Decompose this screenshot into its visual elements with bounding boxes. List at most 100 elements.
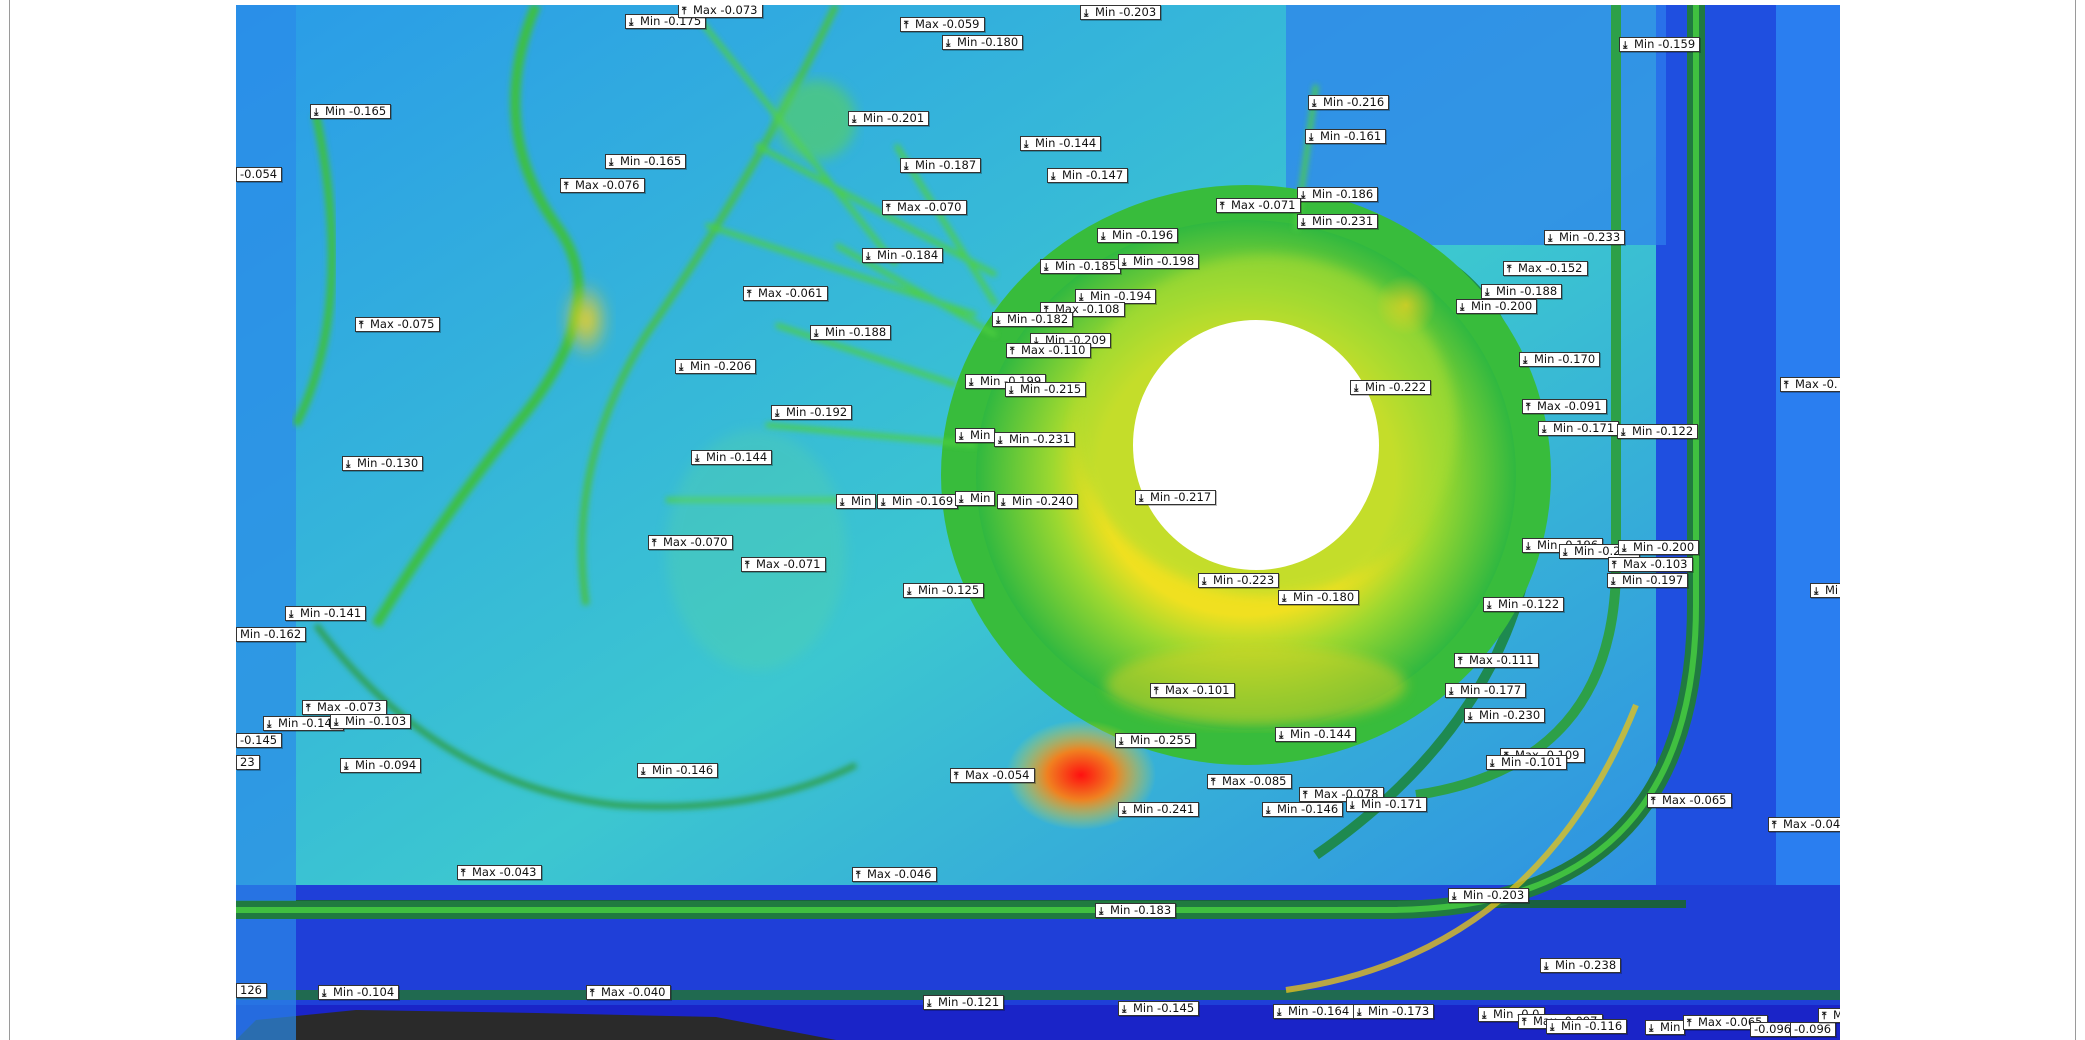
min-deviation-label[interactable]: ⤓Min -0.216 bbox=[1308, 95, 1390, 110]
min-deviation-label[interactable]: ⤓Min -0.130 bbox=[342, 456, 424, 471]
max-deviation-label[interactable]: ⤒Max -0.111 bbox=[1454, 653, 1539, 668]
min-deviation-label[interactable]: ⤓Min -0.231 bbox=[994, 432, 1076, 447]
min-deviation-label[interactable]: ⤓Min -0.233 bbox=[1544, 230, 1626, 245]
max-deviation-label[interactable]: ⤒Max -0.046 bbox=[852, 867, 937, 882]
min-deviation-label[interactable]: ⤓Min -0.146 bbox=[637, 763, 719, 778]
min-deviation-label[interactable]: ⤓Min -0.206 bbox=[675, 359, 757, 374]
3d-deviation-viewport[interactable]: ⤓Min -0.175⤒Max -0.073⤒Max -0.059⤓Min -0… bbox=[236, 5, 1840, 1040]
max-deviation-label[interactable]: ⤒Max -0.040 bbox=[586, 985, 671, 1000]
max-deviation-label[interactable]: ⤒Max -0.103 bbox=[1608, 557, 1693, 572]
min-deviation-label[interactable]: -0.145 bbox=[236, 733, 283, 748]
min-deviation-label[interactable]: ⤓Min -0.183 bbox=[1095, 903, 1177, 918]
min-deviation-label[interactable]: ⤓Min -0.159 bbox=[1619, 37, 1701, 52]
max-deviation-label[interactable]: ⤒Max -0.071 bbox=[1216, 198, 1301, 213]
max-deviation-label[interactable]: ⤒Max -0.061 bbox=[743, 286, 828, 301]
max-deviation-label[interactable]: ⤒Max -0.073 bbox=[302, 700, 387, 715]
min-deviation-label[interactable]: ⤓Min -0.125 bbox=[903, 583, 985, 598]
min-deviation-label[interactable]: ⤓Min -0.180 bbox=[1278, 590, 1360, 605]
min-deviation-label[interactable]: ⤓Min -0.188 bbox=[810, 325, 892, 340]
min-deviation-label[interactable]: ⤓Min -0.177 bbox=[1445, 683, 1527, 698]
max-deviation-label[interactable]: ⤒Max -0. bbox=[1780, 377, 1840, 392]
max-deviation-label[interactable]: ⤒Max -0.152 bbox=[1503, 261, 1588, 276]
min-deviation-label[interactable]: ⤓Min -0.122 bbox=[1483, 597, 1565, 612]
min-deviation-label[interactable]: ⤓Min -0.101 bbox=[1486, 755, 1568, 770]
max-deviation-label[interactable]: ⤒Max -0.043 bbox=[457, 865, 542, 880]
min-deviation-label[interactable]: ⤓Min -0.165 bbox=[310, 104, 392, 119]
min-deviation-label[interactable]: ⤓Min -0.164 bbox=[1273, 1004, 1355, 1019]
min-deviation-label[interactable]: ⤓Min -0.217 bbox=[1135, 490, 1217, 505]
min-deviation-label[interactable]: ⤓Min -0.094 bbox=[340, 758, 422, 773]
max-deviation-label[interactable]: ⤒Max -0.059 bbox=[900, 17, 985, 32]
min-deviation-label[interactable]: ⤓Min -0.222 bbox=[1350, 380, 1432, 395]
min-deviation-label[interactable]: 23 bbox=[236, 755, 260, 770]
max-deviation-label[interactable]: ⤒Max -0.085 bbox=[1207, 774, 1292, 789]
min-deviation-label[interactable]: ⤓Min -0.170 bbox=[1519, 352, 1601, 367]
min-deviation-label[interactable]: ⤓Min -0.215 bbox=[1005, 382, 1087, 397]
min-deviation-label[interactable]: ⤓Min -0.165 bbox=[605, 154, 687, 169]
min-deviation-label[interactable]: ⤓Min -0.144 bbox=[691, 450, 773, 465]
max-deviation-label[interactable]: ⤒Max -0.076 bbox=[560, 178, 645, 193]
max-deviation-label[interactable]: ⤒Max -0.071 bbox=[741, 557, 826, 572]
min-deviation-label[interactable]: ⤓Min -0.192 bbox=[771, 405, 853, 420]
min-deviation-label[interactable]: ⤓Min -0.122 bbox=[1617, 424, 1699, 439]
min-deviation-label[interactable]: ⤓Min bbox=[955, 491, 996, 506]
min-deviation-label[interactable]: ⤓Min -0.182 bbox=[992, 312, 1074, 327]
min-deviation-label[interactable]: ⤓Min -0.188 bbox=[1481, 284, 1563, 299]
max-deviation-label[interactable]: ⤒Max -0.073 bbox=[678, 5, 763, 18]
min-deviation-label[interactable]: ⤓Min -0.171 bbox=[1538, 421, 1620, 436]
min-deviation-label[interactable]: ⤓Min -0.231 bbox=[1297, 214, 1379, 229]
max-deviation-label[interactable]: ⤒Max -0.091 bbox=[1522, 399, 1607, 414]
max-deviation-label[interactable]: ⤒Max -0.110 bbox=[1006, 343, 1091, 358]
max-deviation-label[interactable]: ⤒Max -0.101 bbox=[1150, 683, 1235, 698]
min-deviation-label[interactable]: ⤓Min -0.186 bbox=[1297, 187, 1379, 202]
max-deviation-label[interactable]: ⤒Max -0.065 bbox=[1683, 1015, 1768, 1030]
min-deviation-label[interactable]: ⤓Min -0.240 bbox=[997, 494, 1079, 509]
min-deviation-label[interactable]: ⤓Min -0.185 bbox=[1040, 259, 1122, 274]
max-deviation-label[interactable]: ⤒M bbox=[1818, 1008, 1840, 1023]
min-deviation-label[interactable]: -0.096 bbox=[1790, 1022, 1837, 1037]
max-deviation-label[interactable]: ⤒Max -0.054 bbox=[950, 768, 1035, 783]
min-deviation-label[interactable]: ⤓Min -0.146 bbox=[1262, 802, 1344, 817]
min-deviation-label[interactable]: ⤓Min bbox=[836, 494, 877, 509]
min-deviation-label[interactable]: ⤓Min -0.238 bbox=[1540, 958, 1622, 973]
min-deviation-label[interactable]: ⤓Min -0.241 bbox=[1118, 802, 1200, 817]
min-deviation-label[interactable]: ⤓Min -0.187 bbox=[900, 158, 982, 173]
min-deviation-label[interactable]: ⤓Min -0.223 bbox=[1198, 573, 1280, 588]
min-deviation-label[interactable]: ⤓Min -0.200 bbox=[1456, 299, 1538, 314]
min-deviation-label[interactable]: ⤓Min -0.198 bbox=[1118, 254, 1200, 269]
max-deviation-label[interactable]: ⤒Max -0.075 bbox=[355, 317, 440, 332]
min-deviation-label[interactable]: ⤓Min -0.203 bbox=[1080, 5, 1162, 20]
min-deviation-label[interactable]: ⤓Min -0.141 bbox=[285, 606, 367, 621]
min-deviation-label[interactable]: 126 bbox=[236, 983, 267, 998]
max-deviation-label[interactable]: ⤒Max -0.04 bbox=[1768, 817, 1840, 832]
min-deviation-label[interactable]: ⤓Min -0.196 bbox=[1097, 228, 1179, 243]
max-deviation-label[interactable]: ⤒Max -0.065 bbox=[1647, 793, 1732, 808]
min-deviation-label[interactable]: ⤓Min -0.184 bbox=[862, 248, 944, 263]
min-deviation-label[interactable]: ⤓Min -0.121 bbox=[923, 995, 1005, 1010]
min-deviation-label[interactable]: ⤓Min -0.171 bbox=[1346, 797, 1428, 812]
min-deviation-label[interactable]: ⤓Min bbox=[1645, 1020, 1686, 1035]
max-deviation-label[interactable]: ⤒Max -0.070 bbox=[648, 535, 733, 550]
min-deviation-label[interactable]: ⤓Min -0.144 bbox=[1275, 727, 1357, 742]
min-deviation-label[interactable]: ⤓Mi bbox=[1810, 583, 1840, 598]
min-deviation-label[interactable]: ⤓Min bbox=[955, 428, 996, 443]
min-deviation-label[interactable]: ⤓Min -0.147 bbox=[1047, 168, 1129, 183]
min-deviation-label[interactable]: ⤓Min -0.103 bbox=[330, 714, 412, 729]
min-deviation-label[interactable]: ⤓Min -0.180 bbox=[942, 35, 1024, 50]
min-deviation-label[interactable]: -0.054 bbox=[236, 167, 283, 182]
min-deviation-label[interactable]: ⤓Min -0.169 bbox=[877, 494, 959, 509]
min-deviation-label[interactable]: ⤓Min -0.255 bbox=[1115, 733, 1197, 748]
min-deviation-label[interactable]: ⤓Min -0.161 bbox=[1305, 129, 1387, 144]
max-deviation-label[interactable]: ⤒Max -0.070 bbox=[882, 200, 967, 215]
min-deviation-label[interactable]: ⤓Min -0.230 bbox=[1464, 708, 1546, 723]
min-deviation-label[interactable]: ⤓Min -0.173 bbox=[1353, 1004, 1435, 1019]
min-deviation-label[interactable]: ⤓Min -0.197 bbox=[1607, 573, 1689, 588]
min-deviation-label[interactable]: ⤓Min -0.200 bbox=[1618, 540, 1700, 555]
min-deviation-label[interactable]: ⤓Min -0.143 bbox=[263, 716, 345, 731]
min-deviation-label[interactable]: ⤓Min -0.203 bbox=[1448, 888, 1530, 903]
min-deviation-label[interactable]: ⤓Min -0.116 bbox=[1546, 1019, 1628, 1034]
min-deviation-label[interactable]: ⤓Min -0.145 bbox=[1118, 1001, 1200, 1016]
min-deviation-label[interactable]: ⤓Min -0.201 bbox=[848, 111, 930, 126]
min-deviation-label[interactable]: ⤓Min -0.104 bbox=[318, 985, 400, 1000]
min-deviation-label[interactable]: ⤓Min -0.144 bbox=[1020, 136, 1102, 151]
